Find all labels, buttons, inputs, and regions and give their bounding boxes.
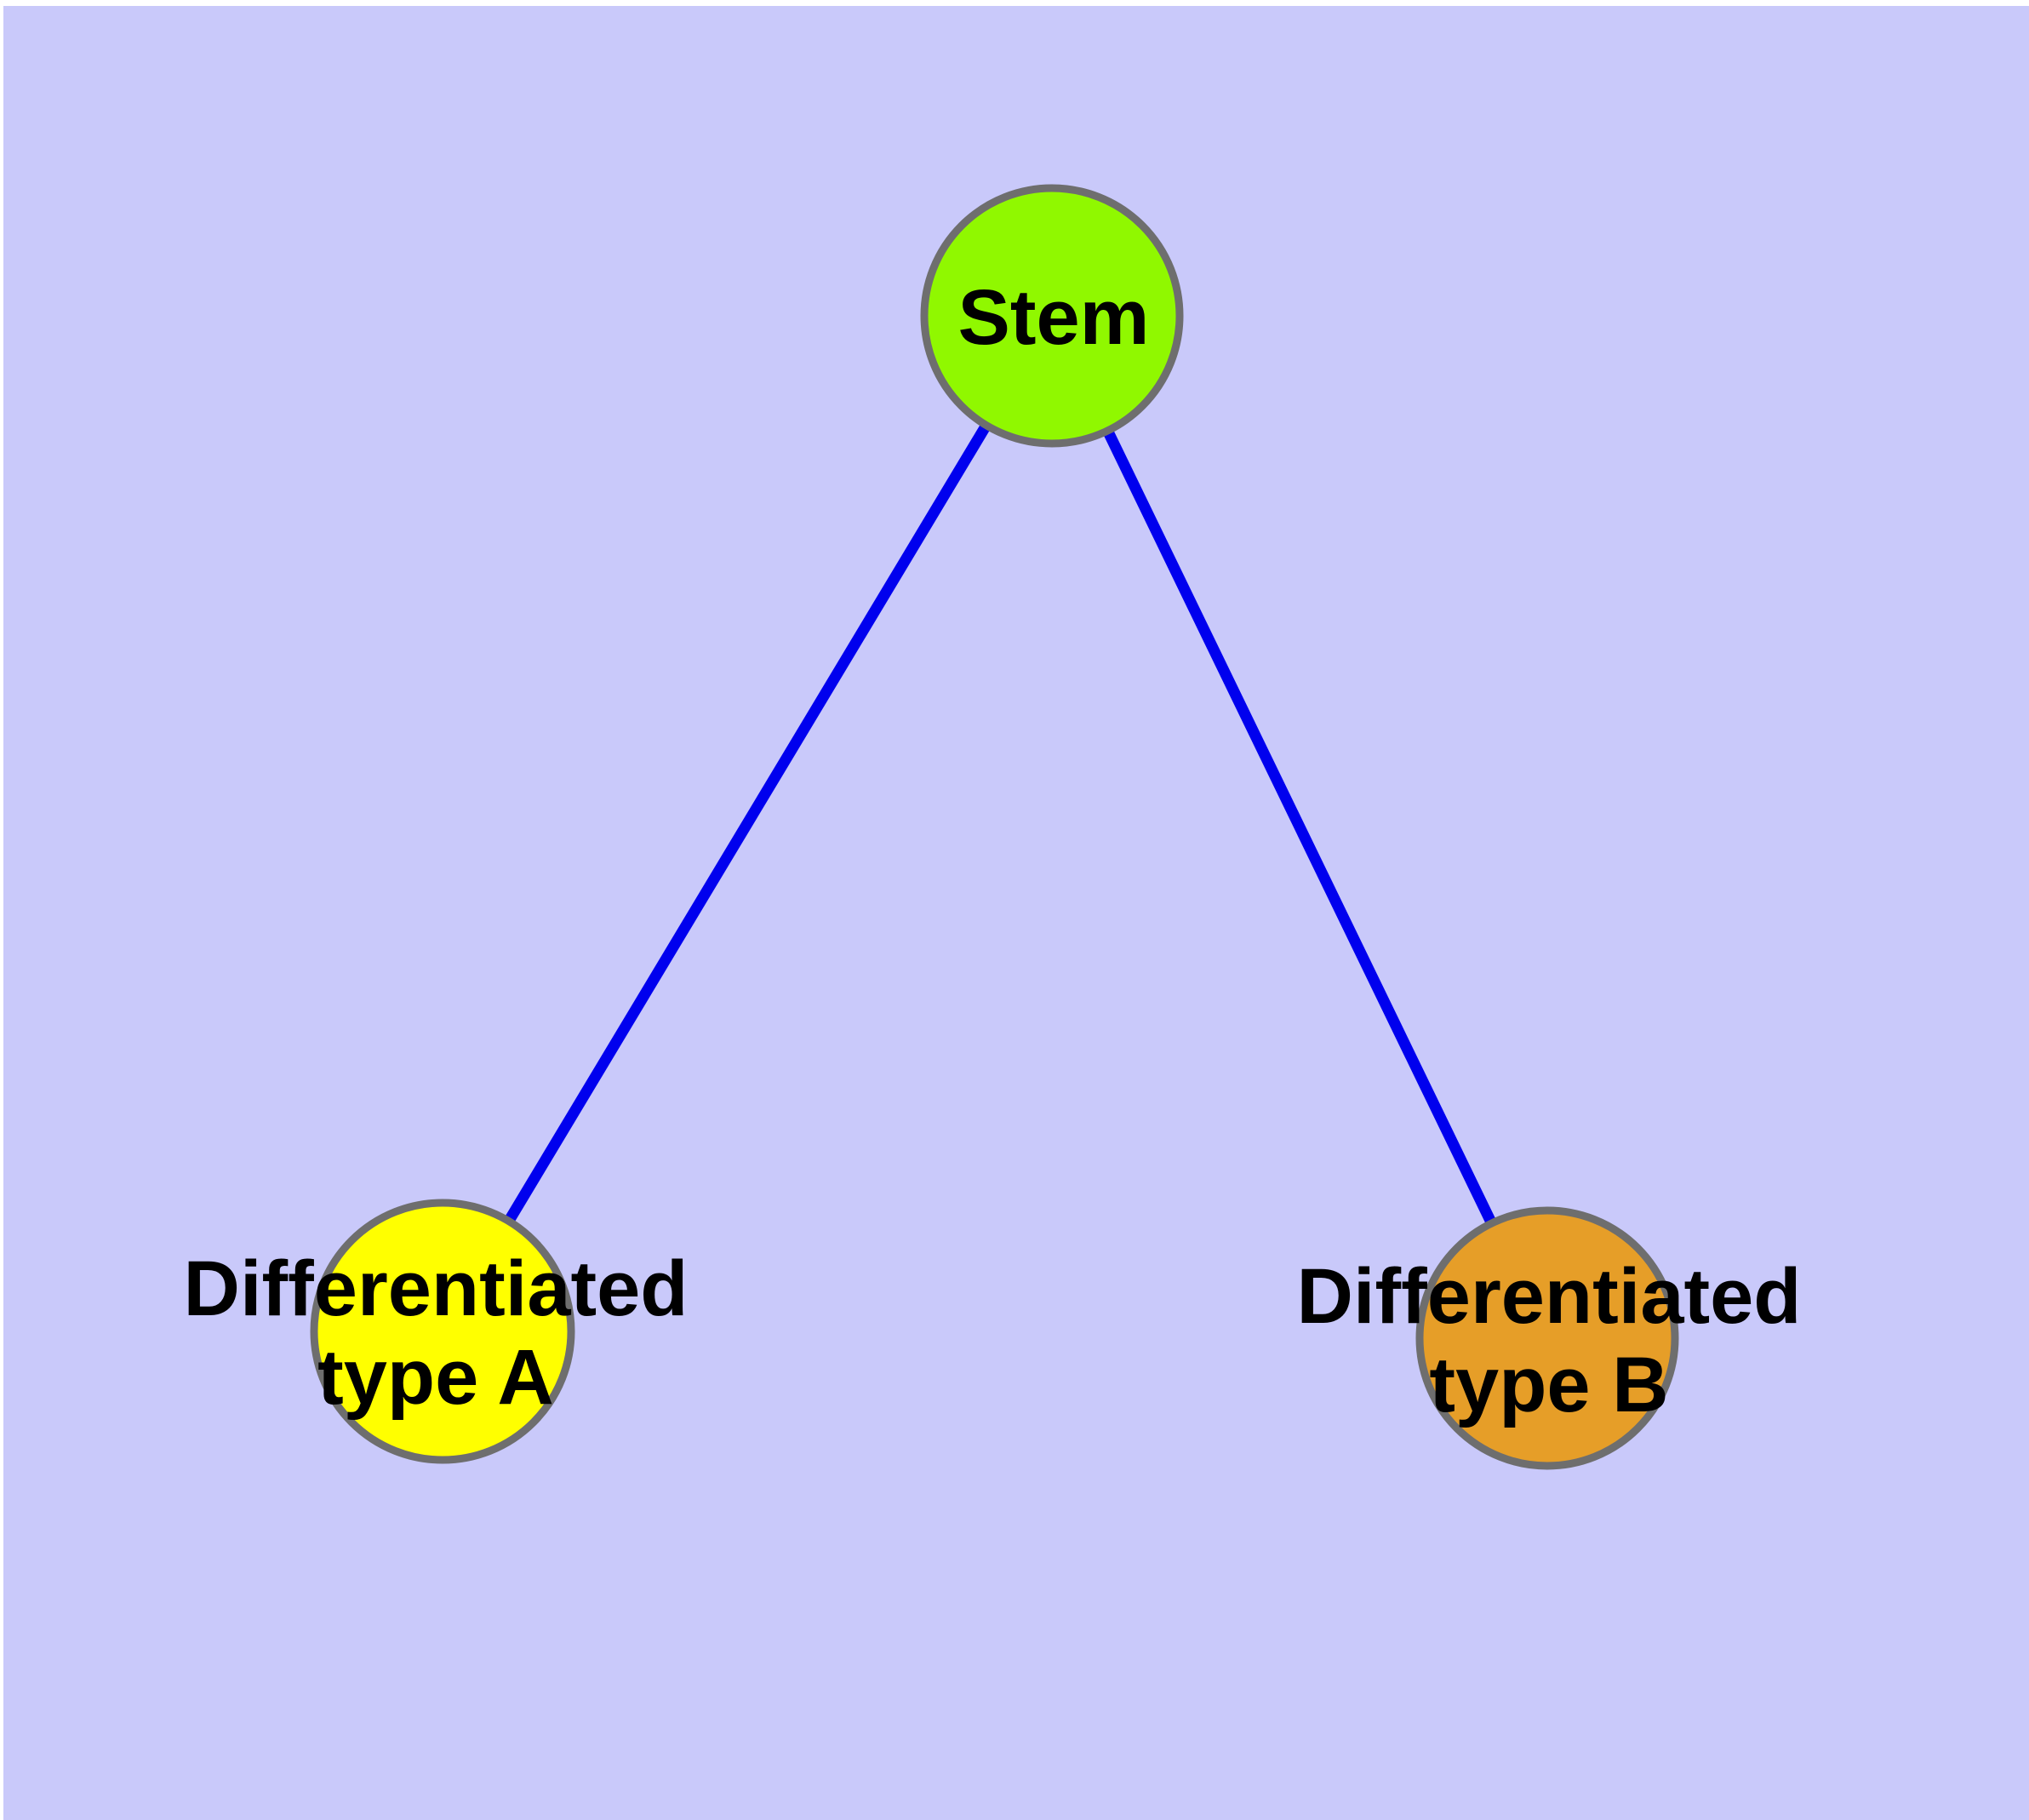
node-type-a-circle[interactable] bbox=[310, 1199, 575, 1464]
edge-stem-to-type-a bbox=[437, 312, 1057, 1335]
edge-stem-to-type-b bbox=[1047, 313, 1552, 1341]
node-type-b-circle[interactable] bbox=[1415, 1206, 1679, 1470]
node-stem-circle[interactable] bbox=[920, 184, 1184, 448]
